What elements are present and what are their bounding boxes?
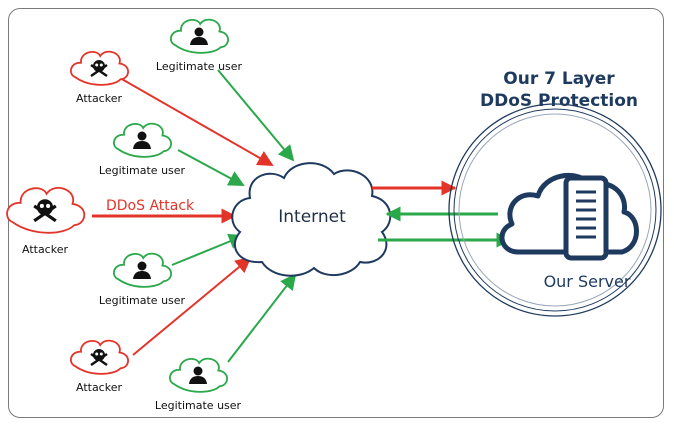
user-avatar-icon	[190, 27, 208, 45]
protection-ring-outer	[448, 103, 662, 317]
arrow-user-lower	[171, 233, 245, 266]
legitimate-user-label: Legitimate user	[99, 164, 186, 177]
server-label: Our Server	[544, 272, 631, 291]
protection-shield	[448, 103, 662, 317]
arrow-attacker-bottom	[132, 256, 252, 356]
attacker-node: Attacker	[69, 339, 129, 394]
legitimate-user-node: Legitimate user	[155, 357, 242, 412]
protection-ring-inner	[458, 113, 652, 307]
title-line-2: DDoS Protection	[480, 91, 638, 111]
internet-cloud: Internet	[231, 162, 392, 277]
arrow-user-upper	[177, 149, 245, 186]
arrow-user-top	[217, 69, 295, 162]
legitimate-user-label: Legitimate user	[155, 399, 242, 412]
legitimate-user-node: Legitimate user	[99, 122, 186, 177]
legitimate-user-node: Legitimate user	[156, 18, 243, 73]
skull-crossbones-icon	[90, 60, 108, 77]
attacker-node: Attacker	[69, 50, 129, 105]
attacker-node: Attacker	[6, 187, 86, 256]
skull-crossbones-icon	[33, 199, 57, 223]
attacker-label: Attacker	[76, 92, 122, 105]
arrow-user-bottom	[227, 273, 297, 363]
internet-label: Internet	[278, 207, 346, 227]
user-avatar-icon	[133, 131, 151, 149]
title-line-1: Our 7 Layer	[503, 69, 615, 89]
legitimate-user-label: Legitimate user	[99, 294, 186, 307]
server-icon	[563, 175, 609, 261]
internet-cloud-shape	[231, 162, 392, 277]
arrows-out	[372, 180, 512, 248]
server-cloud: Our Server	[499, 173, 639, 291]
skull-crossbones-icon	[90, 349, 108, 366]
attacker-label: Attacker	[76, 381, 122, 394]
legitimate-user-label: Legitimate user	[156, 60, 243, 73]
arrow-attacker-top	[119, 77, 274, 166]
arrows-in	[92, 69, 297, 363]
ddos-attack-label: DDoS Attack	[106, 198, 195, 214]
user-avatar-icon	[189, 366, 207, 384]
protection-ring-middle	[453, 108, 657, 312]
attacker-label: Attacker	[22, 243, 68, 256]
user-avatar-icon	[133, 261, 151, 279]
legitimate-user-node: Legitimate user	[99, 252, 186, 307]
